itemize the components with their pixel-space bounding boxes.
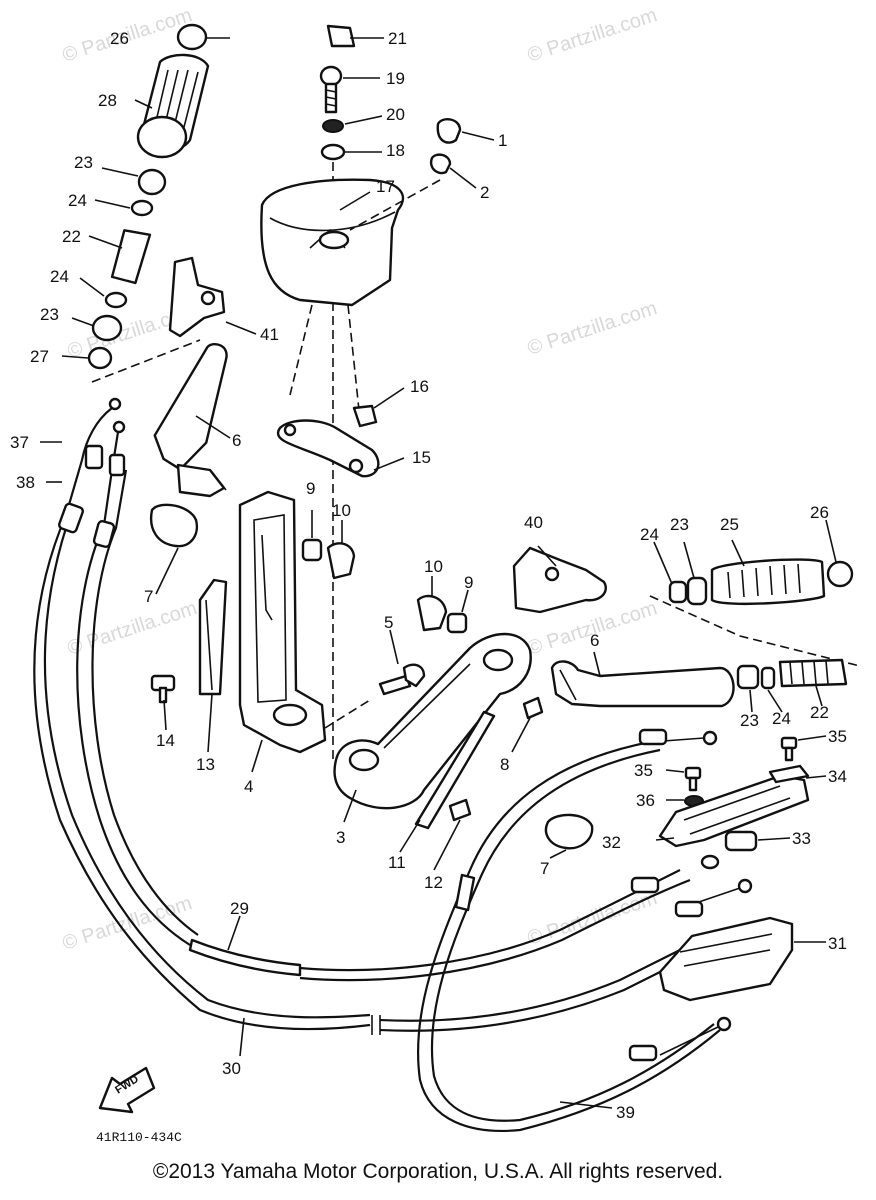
callout-label: 24	[772, 709, 791, 728]
callout-label: 40	[524, 513, 543, 532]
right-arm-3	[333, 632, 544, 830]
center-cover-assembly	[260, 24, 462, 760]
callout-label: 9	[306, 479, 315, 498]
watermark: © Partzilla.com	[525, 297, 660, 360]
center-bracket	[276, 404, 468, 634]
callout-label: 23	[740, 711, 759, 730]
callout-label: 23	[40, 305, 59, 324]
callout-label: 33	[792, 829, 811, 848]
callout-label: 25	[720, 515, 739, 534]
callout-label: 36	[636, 791, 655, 810]
callout-label: 37	[10, 433, 29, 452]
callout-label: 1	[498, 131, 507, 150]
callout-label: 3	[336, 828, 345, 847]
callout-label: 10	[424, 557, 443, 576]
callout-label: 10	[332, 501, 351, 520]
fwd-arrow: FWD	[98, 1066, 156, 1114]
callout-label: 7	[540, 859, 549, 878]
callout-label: 6	[590, 631, 599, 650]
callout-label: 22	[810, 703, 829, 722]
steering-arm-4	[238, 490, 371, 754]
callout-label: 41	[260, 325, 279, 344]
callout-label: 15	[412, 448, 431, 467]
callout-label: 29	[230, 899, 249, 918]
callout-label: 5	[384, 613, 393, 632]
callout-label: 39	[616, 1103, 635, 1122]
callout-label: 21	[388, 29, 407, 48]
drawing-code: 41R110-434C	[96, 1130, 182, 1145]
callout-label: 35	[828, 727, 847, 746]
copyright-notice: ©2013 Yamaha Motor Corporation, U.S.A. A…	[152, 1160, 724, 1183]
switch-assembly	[658, 736, 810, 1002]
watermark: © Partzilla.com	[60, 892, 195, 955]
callout-label: 12	[424, 873, 443, 892]
callout-label: 24	[50, 267, 69, 286]
callout-label: 24	[640, 525, 659, 544]
callout-label: 22	[62, 227, 81, 246]
callout-label: 26	[810, 503, 829, 522]
callout-label: 35	[634, 761, 653, 780]
callout-label: 27	[30, 347, 49, 366]
left-grip-assembly	[87, 23, 210, 383]
right-handle-bar	[512, 546, 861, 850]
callout-label: 16	[410, 377, 429, 396]
callout-label: 30	[222, 1059, 241, 1078]
callout-label: 19	[386, 69, 405, 88]
watermark: © Partzilla.com	[65, 597, 200, 660]
callout-label: 23	[74, 153, 93, 172]
steering-handle-parts-diagram: © Partzilla.com © Partzilla.com © Partzi…	[10, 4, 861, 1145]
callout-label: 23	[670, 515, 689, 534]
callout-label: 32	[602, 833, 621, 852]
callout-label: 7	[144, 587, 153, 606]
callout-label: 38	[16, 473, 35, 492]
callout-label: 24	[68, 191, 87, 210]
callout-label: 4	[244, 777, 253, 796]
callout-label: 14	[156, 731, 175, 750]
callout-label: 13	[196, 755, 215, 774]
watermark: © Partzilla.com	[525, 4, 660, 67]
callout-label: 11	[388, 853, 406, 872]
callout-labels: 1 2 3 4 5 6 6 7 7 8 9 9 10 10 11 12 13 1…	[10, 29, 847, 1122]
callout-label: 18	[386, 141, 405, 160]
watermark: © Partzilla.com	[525, 887, 660, 950]
lever-13-bolt-14	[150, 578, 228, 704]
leader-lines	[40, 37, 837, 1109]
callout-label: 20	[386, 105, 405, 124]
callout-label: 6	[232, 431, 241, 450]
callout-label: 34	[828, 767, 847, 786]
callout-label: 2	[480, 183, 489, 202]
left-handle-bar	[149, 256, 228, 548]
callout-label: 9	[464, 573, 473, 592]
callout-label: 31	[828, 934, 847, 953]
callout-label: 28	[98, 91, 117, 110]
callout-label: 17	[376, 177, 395, 196]
callout-label: 26	[110, 29, 129, 48]
cables	[33, 397, 753, 1132]
callout-label: 8	[500, 755, 509, 774]
